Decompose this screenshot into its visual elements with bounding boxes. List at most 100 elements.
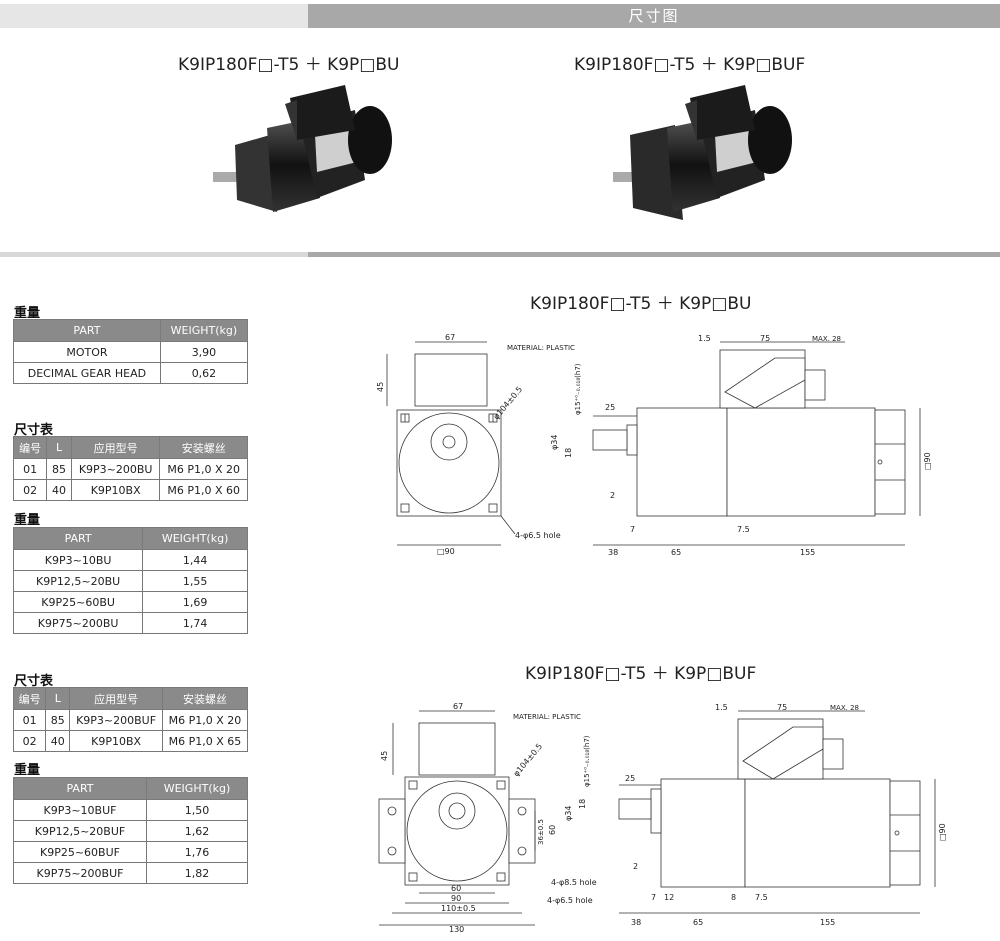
dims-title-1: 尺寸表 — [14, 423, 54, 438]
cell: 02 — [12, 479, 48, 501]
cell: 40 — [46, 479, 72, 501]
dim-7.5: 7.5 — [755, 893, 768, 902]
dim-45: 45 — [380, 751, 389, 761]
col-part: PART — [13, 777, 147, 800]
cell: 01 — [12, 458, 48, 480]
dim-155: 155 — [800, 548, 815, 557]
dim-25: 25 — [625, 774, 635, 783]
cell: M6 P1,0 X 20 — [159, 458, 248, 480]
dim-phi104: φ104±0.5 — [492, 385, 525, 421]
product-title-2: K9IP180F□-T5 ＋ K9P□BUF — [574, 55, 806, 75]
cell: K9P3~200BUF — [69, 709, 163, 731]
dim-sq90: □90 — [437, 547, 455, 556]
col-no: 编号 — [12, 687, 47, 710]
dim-45: 45 — [376, 382, 385, 392]
cell: 02 — [12, 730, 47, 752]
dim-67: 67 — [453, 702, 463, 711]
col-model: 应用型号 — [69, 687, 163, 710]
material-label: MATERIAL: PLASTIC — [513, 713, 581, 721]
dim-2: 2 — [610, 491, 615, 500]
cell: K9P75~200BUF — [13, 862, 147, 884]
cell: 0,62 — [159, 362, 249, 384]
front-view-1 — [386, 341, 516, 546]
cell: 1,76 — [146, 841, 248, 863]
dim-7: 7 — [651, 893, 656, 902]
col-l: L — [45, 687, 71, 710]
dim-130: 130 — [449, 925, 464, 934]
dim-65: 65 — [693, 918, 703, 927]
col-no: 编号 — [12, 436, 48, 459]
cell: 1,62 — [146, 820, 248, 842]
col-l: L — [46, 436, 72, 459]
drawing-title-2: K9IP180F□-T5 ＋ K9P□BUF — [525, 664, 757, 684]
cell: 40 — [45, 730, 71, 752]
dim-155: 155 — [820, 918, 835, 927]
col-part: PART — [12, 527, 144, 550]
cell: M6 P1,0 X 20 — [161, 709, 249, 731]
cell: 3,90 — [159, 341, 249, 363]
dim-phi104: φ104±0.5 — [512, 742, 545, 778]
cell: K9P12,5~20BU — [12, 570, 144, 592]
cell: K9P3~10BU — [12, 549, 144, 571]
hole-label: 4-φ6.5 hole — [515, 531, 561, 540]
col-screw: 安装螺丝 — [161, 687, 249, 710]
separator-left — [0, 252, 308, 257]
material-label: MATERIAL: PLASTIC — [507, 344, 575, 352]
dim-2: 2 — [633, 862, 638, 871]
dim-1.5: 1.5 — [715, 703, 728, 712]
cell: MOTOR — [13, 341, 161, 363]
cell: K9P3~200BU — [70, 458, 161, 480]
dim-1.5: 1.5 — [698, 334, 711, 343]
cell: 1,74 — [142, 612, 248, 634]
dims-title-2: 尺寸表 — [14, 674, 54, 689]
hole-8.5-label: 4-φ8.5 hole — [551, 878, 597, 887]
cell: M6 P1,0 X 60 — [159, 479, 248, 501]
header-title: 尺寸图 — [308, 4, 1000, 28]
side-view-2 — [618, 710, 936, 914]
dim-60: 60 — [451, 884, 461, 893]
col-weight: WEIGHT(kg) — [159, 319, 249, 342]
dim-12: 12 — [664, 893, 674, 902]
dim-67: 67 — [445, 333, 455, 342]
product-title-1: K9IP180F□-T5 ＋ K9P□BU — [178, 55, 400, 75]
dim-65: 65 — [671, 548, 681, 557]
cell: K9P75~200BU — [12, 612, 144, 634]
cell: 1,50 — [146, 799, 248, 821]
cell: K9P12,5~20BUF — [13, 820, 147, 842]
dim-7: 7 — [630, 525, 635, 534]
cell: K9P3~10BUF — [13, 799, 147, 821]
drawing-title-1: K9IP180F□-T5 ＋ K9P□BU — [530, 294, 752, 314]
dim-110: 110±0.5 — [441, 904, 476, 913]
col-weight: WEIGHT(kg) — [142, 527, 248, 550]
dim-38: 38 — [631, 918, 641, 927]
cell: K9P25~60BUF — [13, 841, 147, 863]
cell: 1,69 — [142, 591, 248, 613]
col-screw: 安装螺丝 — [159, 436, 248, 459]
cell: 85 — [46, 458, 72, 480]
cell: 1,55 — [142, 570, 248, 592]
dim-sq90-v: □90 — [923, 452, 932, 470]
dim-75: 75 — [760, 334, 770, 343]
cell: 1,44 — [142, 549, 248, 571]
dim-8: 8 — [731, 893, 736, 902]
weight-title-3: 重量 — [14, 763, 41, 778]
cell: K9P10BX — [70, 479, 161, 501]
dim-25: 25 — [605, 403, 615, 412]
hole-6.5-label: 4-φ6.5 hole — [547, 896, 593, 905]
motor-photo-2 — [613, 85, 792, 220]
dim-75: 75 — [777, 703, 787, 712]
